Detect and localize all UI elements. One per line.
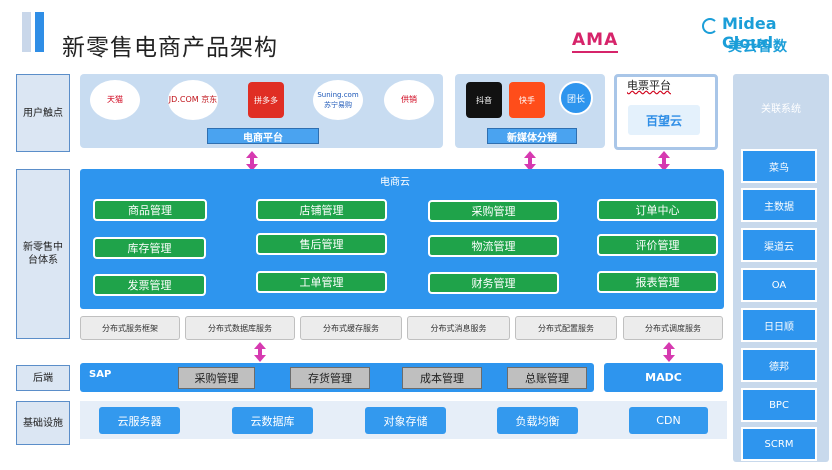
module-invoice-management[interactable]: 发票管理	[93, 274, 206, 296]
related-item-bpc[interactable]: BPC	[741, 388, 817, 422]
row-label-backend: 后端	[16, 365, 70, 391]
related-item-channel-cloud[interactable]: 渠道云	[741, 228, 817, 262]
kuaishou-logo: 快手	[509, 82, 545, 118]
douyin-logo: 抖音	[466, 82, 502, 118]
double-arrow-icon	[524, 151, 536, 171]
page-title: 新零售电商产品架构	[62, 35, 278, 61]
ama-logo: AMA	[572, 30, 619, 53]
module-purchase-management[interactable]: 采购管理	[428, 200, 559, 222]
middleware-config-service: 分布式配置服务	[515, 316, 617, 340]
related-item-cainiao[interactable]: 菜鸟	[741, 149, 817, 183]
infra-object-storage[interactable]: 对象存储	[365, 407, 446, 434]
tuanzhang-badge: 团长	[559, 81, 593, 115]
midea-cn-logo: 美云智数	[728, 39, 788, 55]
middleware-cache-service: 分布式缓存服务	[300, 316, 402, 340]
midea-cloud-logo: Midea Cloud	[722, 14, 777, 52]
row-label-core: 新零售中台体系	[16, 169, 70, 339]
module-logistics-management[interactable]: 物流管理	[428, 235, 559, 257]
invoice-platform-title: 电票平台	[627, 79, 671, 92]
module-order-center[interactable]: 订单中心	[597, 199, 718, 221]
related-item-scrm[interactable]: SCRM	[741, 427, 817, 461]
related-item-master-data[interactable]: 主数据	[741, 188, 817, 222]
tmall-logo: 天猫	[90, 80, 140, 120]
middleware-scheduling-service: 分布式调度服务	[623, 316, 723, 340]
sap-cost-management[interactable]: 成本管理	[402, 367, 482, 389]
gongxiao-logo: 供销	[384, 80, 434, 120]
pinduoduo-logo: 拼多多	[248, 82, 284, 118]
module-review-management[interactable]: 评价管理	[597, 234, 718, 256]
infra-cdn[interactable]: CDN	[629, 407, 708, 434]
sap-ledger-management[interactable]: 总账管理	[507, 367, 587, 389]
related-systems-title: 关联系统	[761, 104, 801, 115]
module-finance-management[interactable]: 财务管理	[428, 272, 559, 294]
sap-inventory-management[interactable]: 存货管理	[290, 367, 370, 389]
sap-label: SAP	[89, 369, 112, 380]
module-aftersales-management[interactable]: 售后管理	[256, 233, 387, 255]
module-product-management[interactable]: 商品管理	[93, 199, 207, 221]
related-item-ririshun[interactable]: 日日顺	[741, 308, 817, 342]
new-media-label: 新媒体分销	[487, 128, 577, 144]
baiwangyun-logo: 百望云	[628, 105, 700, 135]
middleware-database-service: 分布式数据库服务	[185, 316, 295, 340]
related-item-debang[interactable]: 德邦	[741, 348, 817, 382]
module-store-management[interactable]: 店铺管理	[256, 199, 387, 221]
suning-logo: Suning.com 苏宁易购	[313, 80, 363, 120]
module-report-management[interactable]: 报表管理	[597, 271, 718, 293]
infra-cloud-server[interactable]: 云服务器	[99, 407, 180, 434]
jd-logo: JD.COM 京东	[168, 80, 218, 120]
row-label-user: 用户触点	[16, 74, 70, 152]
double-arrow-icon	[254, 342, 266, 362]
double-arrow-icon	[658, 151, 670, 171]
related-item-oa[interactable]: OA	[741, 268, 817, 302]
double-arrow-icon	[246, 151, 258, 171]
middleware-service-framework: 分布式服务框架	[80, 316, 180, 340]
module-inventory-management[interactable]: 库存管理	[93, 237, 206, 259]
midea-logo-icon	[702, 18, 718, 34]
madc-panel: MADC	[604, 363, 723, 392]
ecommerce-cloud-title: 电商云	[380, 177, 410, 188]
title-accent-bar	[35, 12, 44, 52]
sap-purchase-management[interactable]: 采购管理	[178, 367, 255, 389]
module-ticket-management[interactable]: 工单管理	[256, 271, 387, 293]
infra-load-balancer[interactable]: 负载均衡	[497, 407, 578, 434]
title-accent-bar-light	[22, 12, 31, 52]
double-arrow-icon	[663, 342, 675, 362]
row-label-infra: 基础设施	[16, 401, 70, 445]
ecommerce-platform-label: 电商平台	[207, 128, 319, 144]
infra-cloud-database[interactable]: 云数据库	[232, 407, 313, 434]
middleware-message-service: 分布式消息服务	[407, 316, 510, 340]
